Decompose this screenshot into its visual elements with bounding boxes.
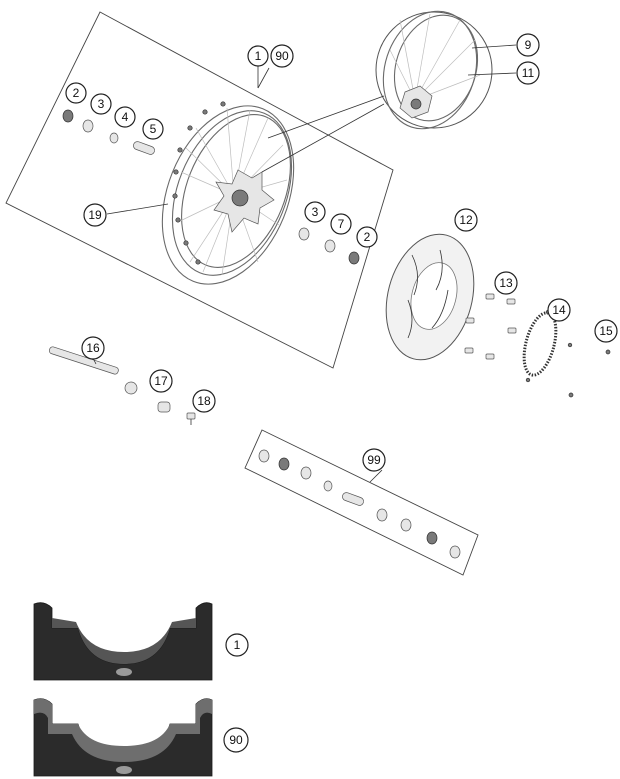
bearing [298,227,310,241]
callout-90: 90 [270,44,294,68]
svg-text:19: 19 [88,208,102,222]
brake-disc-screws [464,293,517,360]
spoke-nipples [172,101,226,265]
brake-disc [385,233,475,361]
callout-2-right: 2 [356,226,378,248]
callout-3-left: 3 [90,93,112,115]
svg-text:99: 99 [367,453,381,467]
svg-text:18: 18 [197,394,211,408]
callout-16: 16 [81,336,105,360]
seal-ring [62,109,74,123]
wheel-assembly-frame [5,11,394,369]
callout-11: 11 [516,61,540,85]
svg-text:90: 90 [275,49,289,63]
svg-text:3: 3 [312,205,319,219]
retaining-ring [109,132,119,144]
svg-text:9: 9 [525,38,532,52]
svg-text:7: 7 [338,217,345,231]
legend-callout-90: 90 [223,727,249,753]
svg-text:16: 16 [86,341,100,355]
hub-center [231,189,249,207]
svg-text:4: 4 [122,110,129,124]
bearing [82,119,94,133]
spoked-wheel [161,101,295,285]
svg-text:12: 12 [459,213,473,227]
spacer [324,239,336,253]
rim-profile-90 [33,698,213,777]
distance-bushing [133,141,155,155]
callout-7: 7 [330,213,352,235]
rim-profile-1 [33,602,213,681]
svg-text:2: 2 [73,86,80,100]
callout-13: 13 [494,271,518,295]
callout-2-left: 2 [65,82,87,104]
svg-text:17: 17 [154,374,168,388]
callout-1: 1 [247,45,269,67]
leader-lines [92,44,517,483]
callout-4: 4 [114,106,136,128]
callout-9: 9 [516,33,540,57]
bearing-kit-parts [258,449,461,559]
callout-3-right: 3 [304,201,326,223]
seal-ring [348,251,360,265]
ring-screws [568,349,611,398]
svg-text:1: 1 [234,638,241,652]
callout-5: 5 [142,118,164,140]
legend-callout-1: 1 [225,633,249,657]
callout-15: 15 [594,319,618,343]
callout-17: 17 [149,369,173,393]
callout-18: 18 [192,389,216,413]
left-hub-parts [62,109,155,155]
svg-text:11: 11 [522,66,535,80]
svg-text:14: 14 [552,303,566,317]
callout-14: 14 [547,298,571,322]
right-hub-parts [298,227,360,265]
svg-text:90: 90 [229,733,243,747]
svg-text:2: 2 [364,230,371,244]
svg-text:3: 3 [98,97,105,111]
svg-text:5: 5 [150,122,157,136]
callout-12: 12 [454,208,478,232]
svg-text:15: 15 [599,324,613,338]
callout-99: 99 [362,448,386,472]
svg-text:1: 1 [255,49,262,63]
inset-wheel-detail [375,10,493,130]
callout-19: 19 [83,203,107,227]
svg-text:13: 13 [499,276,513,290]
bearing-kit-frame [244,429,479,576]
wheel-spindle [48,346,119,375]
spindle-spacers [124,381,171,413]
spindle-screw [186,412,196,425]
